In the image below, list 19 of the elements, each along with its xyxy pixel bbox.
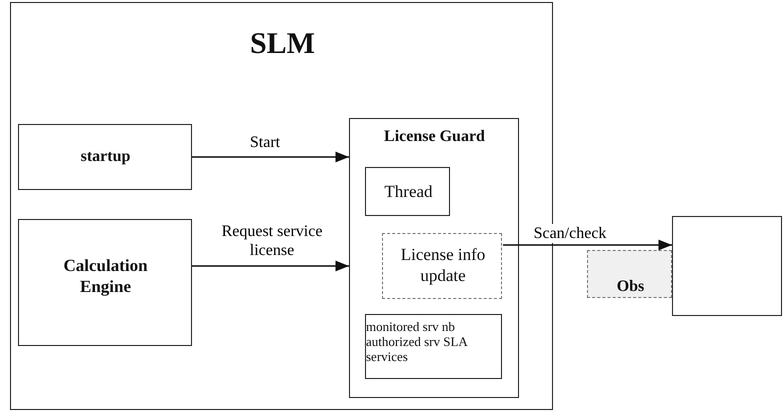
component-box [365, 314, 502, 379]
component-box [18, 218, 192, 346]
node-label: Obs [616, 277, 646, 297]
title: SLM [248, 26, 316, 62]
arrow [192, 152, 349, 162]
dashed-box [587, 250, 672, 298]
node-label: monitored srv nb authorized srv SLA services [366, 319, 468, 364]
node-label: Calculation Engine [62, 254, 149, 297]
dashed-box [382, 233, 502, 299]
component-box [365, 167, 450, 216]
component-box [18, 124, 192, 190]
node-label: Thread [383, 181, 434, 202]
arrow [192, 260, 349, 272]
component-box [348, 118, 518, 398]
node-label: startup [80, 146, 132, 166]
node-label: License Guard [383, 126, 486, 146]
node-label: License info update [400, 244, 486, 286]
arrow [503, 240, 672, 250]
component-box [672, 216, 782, 316]
